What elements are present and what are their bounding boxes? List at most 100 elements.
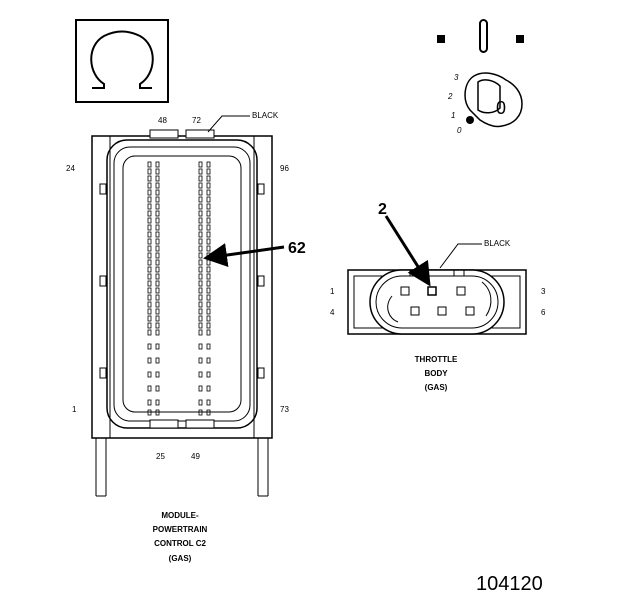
pcm-pin-cavity [198,343,203,350]
pcm-pin-cavity [206,231,211,238]
tb-color-label: BLACK [484,239,511,248]
pcm-color-leader [207,115,250,133]
pcm-pin-cavity [206,308,211,315]
pcm-pin-cavity [155,294,160,301]
pcm-pin-cavity [155,280,160,287]
pcm-pin-cavity [147,210,152,217]
pcm-pin-cavity [206,245,211,252]
pcm-pin-cavity [155,399,160,406]
pcm-pin-48-label: 48 [158,116,167,125]
ignition-position-0: 0 [457,126,462,135]
pcm-pin-cavity [206,175,211,182]
pcm-pin-cavity [206,210,211,217]
throttle-body-connector [347,269,527,335]
pcm-pin-cavity [155,231,160,238]
pcm-pin-cavity [147,203,152,210]
pcm-pin-cavity [198,161,203,168]
pcm-pin-cavity [198,252,203,259]
pcm-name-line-3: CONTROL C2 [154,539,206,548]
pcm-pin-1-label: 1 [72,405,77,414]
pcm-pin-cavity [147,385,152,392]
pcm-pin-cavity [206,409,211,416]
pcm-pin-cavity [206,357,211,364]
pcm-pin-cavity [155,343,160,350]
pcm-pin-cavity [147,217,152,224]
pcm-pin-cavity [147,238,152,245]
pcm-pin-cavity [206,217,211,224]
pcm-pin-cavity [155,168,160,175]
pcm-pin-cavity [206,273,211,280]
pcm-pin-cavity [147,266,152,273]
ignition-key-label: 0 [496,98,506,118]
pcm-pin-cavity [206,259,211,266]
pcm-pin-cavity [155,203,160,210]
pcm-name-line-1: MODULE- [161,511,199,520]
pcm-pin-cavity [155,252,160,259]
pcm-pin-cavity [198,357,203,364]
pcm-pin-cavity [155,238,160,245]
pcm-pin-cavity [147,245,152,252]
pcm-pin-cavity [198,217,203,224]
pcm-pin-96-label: 96 [280,164,289,173]
pcm-pin-cavity [147,161,152,168]
pcm-pin-cavity [198,280,203,287]
pcm-pin-cavity [155,259,160,266]
pcm-pin-cavity [206,189,211,196]
pcm-pin-cavity [198,196,203,203]
tb-name: THROTTLE BODY (GAS) [415,355,458,392]
pcm-pin-cavity [155,273,160,280]
pcm-pin-cavity [147,175,152,182]
tb-pin-6-label: 6 [541,308,546,317]
pcm-pin-cavity [198,301,203,308]
pcm-pin-cavity [155,301,160,308]
pcm-pin-cavity [206,182,211,189]
pcm-pin-cavities [147,161,211,416]
pcm-pin-cavity [198,259,203,266]
pcm-pin-cavity [155,315,160,322]
pcm-pin-cavity [206,196,211,203]
pcm-pin-cavity [155,409,160,416]
pcm-pin-cavity [198,315,203,322]
pcm-pin-cavity [155,245,160,252]
pcm-pin-cavity [198,308,203,315]
pcm-pin-cavity [147,280,152,287]
pcm-pin-cavity [147,231,152,238]
pcm-pin-cavity [198,287,203,294]
ohmmeter-symbol: Ω [75,19,169,103]
pcm-pin-cavity [155,385,160,392]
pcm-pin-cavity [155,196,160,203]
pcm-pin-cavity [198,231,203,238]
pcm-callout-label: 62 [288,240,306,257]
pcm-pin-cavity [198,371,203,378]
pcm-pin-cavity [147,259,152,266]
ignition-switch-icon: 3 2 1 0 0 [437,19,524,135]
tb-pin-1-label: 1 [330,287,335,296]
pcm-pin-cavity [155,357,160,364]
pcm-pin-cavity [206,371,211,378]
pcm-pin-cavity [155,371,160,378]
pcm-pin-cavity [198,175,203,182]
pcm-pin-cavity [206,266,211,273]
ignition-position-3: 3 [454,73,459,82]
pcm-pin-cavity [198,266,203,273]
pcm-pin-cavity [198,203,203,210]
pcm-pin-73-label: 73 [280,405,289,414]
ignition-position-1: 1 [451,111,455,120]
pcm-callout-arrow [203,243,285,267]
pcm-pin-cavity [206,343,211,350]
pcm-pin-cavity [198,238,203,245]
pcm-pin-cavity [206,224,211,231]
tb-callout-arrow [384,215,431,287]
tb-callout-label: 2 [378,201,387,218]
pcm-pin-cavity [147,322,152,329]
pcm-pin-cavity [147,182,152,189]
pcm-pin-cavity [198,385,203,392]
pcm-pin-cavity [147,273,152,280]
pcm-pin-cavity [147,252,152,259]
pcm-pin-cavity [206,385,211,392]
ignition-position-2: 2 [447,92,453,101]
tb-name-line-1: THROTTLE [415,355,458,364]
pcm-name-line-2: POWERTRAIN [153,525,208,534]
pcm-pin-cavity [198,245,203,252]
